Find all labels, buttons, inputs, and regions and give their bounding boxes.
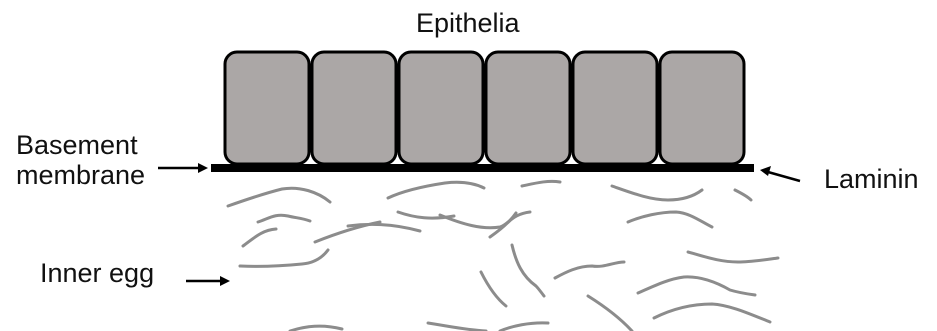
basement-label-line1: Basement <box>16 130 166 160</box>
fiber <box>388 182 484 198</box>
epithelial-cells <box>225 52 744 164</box>
fiber <box>481 272 506 306</box>
fiber <box>228 188 330 206</box>
basement-label-line2: membrane <box>16 160 166 190</box>
fiber <box>500 323 548 331</box>
epithelial-cell <box>399 52 483 164</box>
fiber <box>688 252 778 262</box>
fiber <box>588 296 632 331</box>
fiber <box>638 277 755 295</box>
epithelial-cell <box>225 52 309 164</box>
fiber <box>555 262 624 278</box>
laminin-label: Laminin <box>824 164 919 194</box>
diagram-title: Epithelia <box>416 8 520 38</box>
epithelial-cell <box>573 52 657 164</box>
basement-membrane <box>211 164 754 172</box>
epithelial-cell <box>312 52 396 164</box>
inner-egg-arrow <box>186 276 230 286</box>
fiber <box>428 323 486 331</box>
fiber <box>290 326 342 331</box>
laminin-arrow <box>760 166 800 181</box>
fiber <box>258 215 310 222</box>
fiber <box>628 212 712 227</box>
fiber <box>654 304 770 322</box>
epithelial-cell <box>486 52 570 164</box>
basement-membrane-label: Basement membrane <box>16 130 166 190</box>
fiber <box>243 229 276 246</box>
epithelial-cell <box>660 52 744 164</box>
fiber <box>735 190 751 200</box>
inner-egg-label: Inner egg <box>40 258 154 288</box>
inner-egg-fibers <box>228 181 778 331</box>
fiber <box>612 186 702 200</box>
fiber <box>240 250 328 266</box>
fiber <box>522 181 560 186</box>
fiber <box>512 245 544 296</box>
